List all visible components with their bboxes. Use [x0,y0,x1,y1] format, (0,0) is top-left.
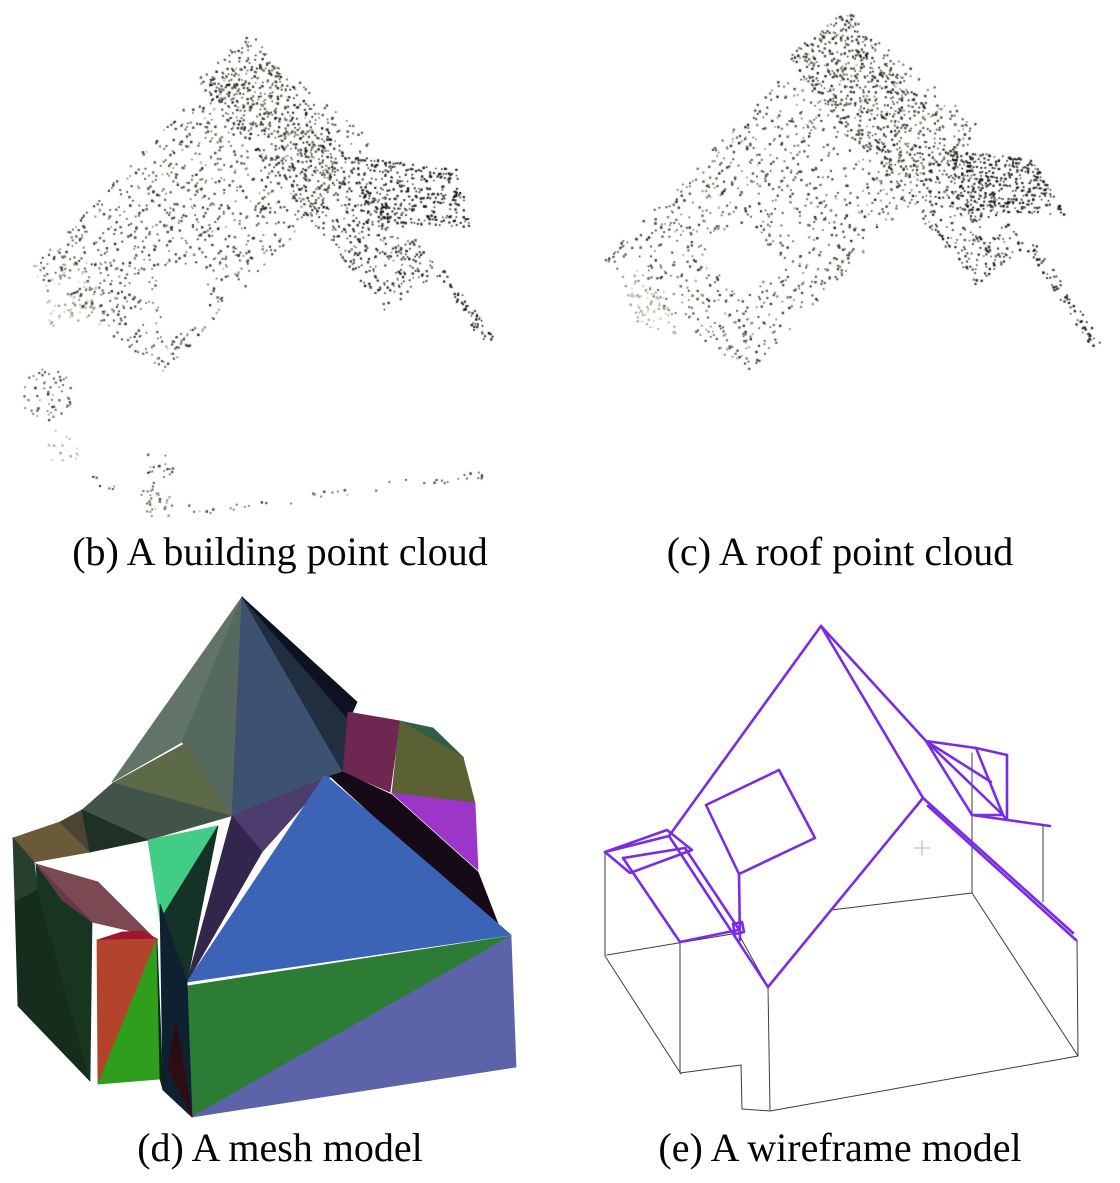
point-cloud-canvas [560,0,1120,520]
wireframe-wall-edge [679,1064,742,1074]
wireframe-wall-edge [1076,939,1079,1057]
wireframe-wall-edge [769,1055,1079,1112]
wireframe-roof-edge [704,768,817,876]
caption-mesh-model: (d) A mesh model [137,1125,423,1170]
caption-roof-point-cloud: (c) A roof point cloud [666,529,1014,574]
mesh-face [81,809,150,853]
wireframe-model-svg [603,624,1079,1112]
wireframe-roof-edge [924,739,993,784]
mesh-model-panel [0,590,560,1120]
wireframe-wall-edge [604,955,682,1075]
wireframe-wall-edge [741,1108,771,1112]
mesh-face [186,774,512,983]
mesh-face [342,711,401,793]
mesh-model-svg [12,595,517,1118]
wireframe-roof-edge [819,624,925,800]
wireframe-roof-edge [621,856,682,944]
caption-wireframe-model: (e) A wireframe model [658,1125,1022,1170]
wireframe-wall-edge [971,892,1079,1057]
wireframe-wall-edge [740,1064,743,1110]
caption-building-point-cloud: (b) A building point cloud [72,529,488,574]
building-point-cloud-panel [0,0,560,520]
wireframe-roof-edge [766,796,925,989]
mesh-face [167,1019,193,1118]
wireframe-wall-edge [606,932,739,956]
mesh-face [186,815,263,983]
wireframe-model-panel [560,590,1120,1120]
point-cloud-canvas [0,0,560,520]
wireframe-roof-edge [819,624,928,743]
wireframe-roof-edge [731,920,746,936]
mesh-face [241,596,358,721]
wireframe-roof-edge [924,739,1005,817]
mesh-face [35,863,93,923]
wireframe-roof-edge [603,828,694,875]
wireframe-roof-edge [737,872,742,942]
wireframe-roof-edge [621,846,687,860]
wireframe-roof-edge [667,834,770,989]
wireframe-roof-edge [678,928,740,944]
wireframe-roof-edge [683,846,740,930]
mesh-face [191,935,517,1118]
wireframe-roof-edge [970,813,1052,828]
roof-point-cloud-panel [560,0,1120,520]
wireframe-roof-edge [974,746,1009,757]
wireframe-roof-edge [926,804,1078,942]
mesh-face [156,938,164,1091]
wireframe-wall-edge [830,892,973,911]
wireframe-roof-edge [921,796,1075,935]
mesh-face [390,792,479,871]
wireframe-wall-edge [767,986,771,1112]
wireframe-roof-edge [667,624,823,838]
wireframe-roof-edge [1001,753,1009,822]
